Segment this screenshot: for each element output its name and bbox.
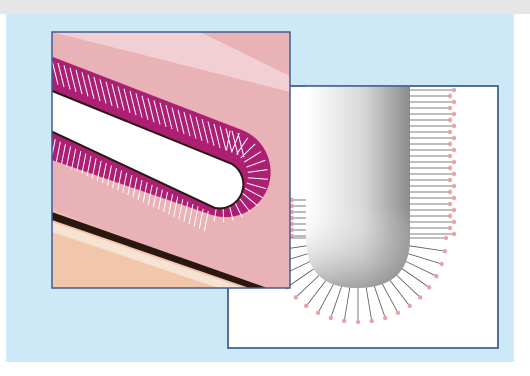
lipid-head [452, 148, 456, 152]
tube-shadow [306, 86, 410, 288]
bristle [36, 132, 40, 152]
lipid-head [452, 112, 456, 116]
lipid-head [452, 124, 456, 128]
lipid-head [448, 94, 452, 98]
lipid-head [294, 295, 298, 299]
lipid-head [448, 214, 452, 218]
lipid-head [434, 274, 438, 278]
lipid-head [452, 220, 456, 224]
bristle [46, 137, 50, 157]
lipid-head [316, 311, 320, 315]
lipid-head [408, 304, 412, 308]
bristle [46, 58, 52, 82]
lipid-head [452, 88, 456, 92]
lipid-head [448, 226, 452, 230]
lipid-head [356, 320, 360, 324]
lipid-head [448, 190, 452, 194]
lipid-head [383, 316, 387, 320]
lipid-head [452, 184, 456, 188]
lipid-head [448, 154, 452, 158]
lipid-head [448, 142, 452, 146]
lipid-head [370, 319, 374, 323]
lipid-head [443, 249, 447, 253]
bristle [41, 134, 45, 154]
lipid-head [452, 172, 456, 176]
lipid-head [452, 160, 456, 164]
lipid-head [444, 236, 448, 240]
lipid-head [448, 106, 452, 110]
lipid-head [448, 178, 452, 182]
lipid-head [427, 285, 431, 289]
lipid-head [452, 100, 456, 104]
lipid-head [452, 232, 456, 236]
lipid-head [418, 295, 422, 299]
bristle [40, 56, 46, 80]
lipid-head [342, 319, 346, 323]
lipid-head [304, 304, 308, 308]
lipid-head [452, 196, 456, 200]
lipid-head [439, 262, 443, 266]
lipid-head [448, 118, 452, 122]
left-framed-illustration [36, 32, 290, 312]
lipid-head [448, 130, 452, 134]
lipid-head [329, 316, 333, 320]
lipid-head [448, 166, 452, 170]
lipid-head [452, 136, 456, 140]
lipid-head [448, 202, 452, 206]
lipid-head [396, 311, 400, 315]
lipid-head [452, 208, 456, 212]
